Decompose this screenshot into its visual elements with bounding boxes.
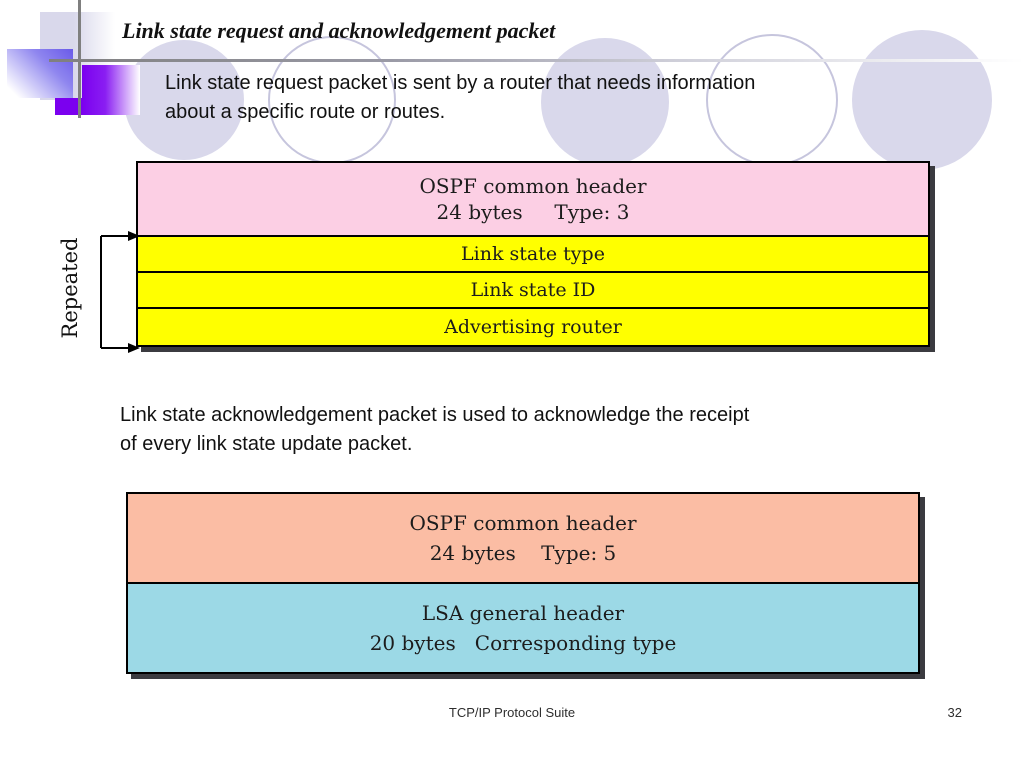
decor-square-purple — [82, 65, 140, 115]
ospf-common-header-detail: 24 bytes Type: 3 — [436, 200, 630, 224]
decor-horizontal-rule — [49, 59, 1024, 62]
decor-square-purple-foot — [55, 98, 82, 115]
ospf-common-header-label: OSPF common header — [419, 174, 647, 198]
ospf-common-header-ack-label: OSPF common header — [409, 511, 637, 535]
lsa-general-header-label: LSA general header — [421, 601, 625, 625]
ospf-common-header-cell: OSPF common header 24 bytes Type: 3 — [138, 163, 928, 235]
ospf-common-header-ack-cell: OSPF common header 24 bytes Type: 5 — [128, 494, 918, 582]
paragraph-acknowledgement: Link state acknowledgement packet is use… — [120, 401, 749, 459]
field-advertising-router: Advertising router — [138, 307, 928, 345]
paragraph-acknowledgement-line1: Link state acknowledgement packet is use… — [120, 404, 750, 426]
paragraph-request-line2: about a specific route or routes. — [165, 101, 446, 123]
lsa-general-header-detail: 20 bytes Corresponding type — [369, 631, 677, 655]
repeated-label: Repeated — [58, 237, 82, 339]
ospf-common-header-ack-detail: 24 bytes Type: 5 — [429, 541, 617, 565]
paragraph-acknowledgement-line2: of every link state update packet. — [120, 433, 413, 455]
lsa-general-header-cell: LSA general header 20 bytes Correspondin… — [128, 582, 918, 672]
footer-page-number: 32 — [947, 705, 962, 720]
slide-title: Link state request and acknowledgement p… — [122, 18, 556, 43]
repeated-bracket-arrows — [100, 231, 140, 353]
paragraph-request-line1: Link state request packet is sent by a r… — [165, 72, 756, 94]
diagram-link-state-request-packet: OSPF common header 24 bytes Type: 3 Link… — [136, 161, 930, 347]
field-link-state-type: Link state type — [138, 235, 928, 271]
field-link-state-id: Link state ID — [138, 271, 928, 307]
decor-square-blue — [7, 49, 73, 98]
decor-circle-filled-3 — [852, 30, 992, 170]
paragraph-request: Link state request packet is sent by a r… — [165, 69, 755, 127]
footer-book-title: TCP/IP Protocol Suite — [448, 705, 576, 720]
diagram-link-state-ack-packet: OSPF common header 24 bytes Type: 5 LSA … — [126, 492, 920, 674]
